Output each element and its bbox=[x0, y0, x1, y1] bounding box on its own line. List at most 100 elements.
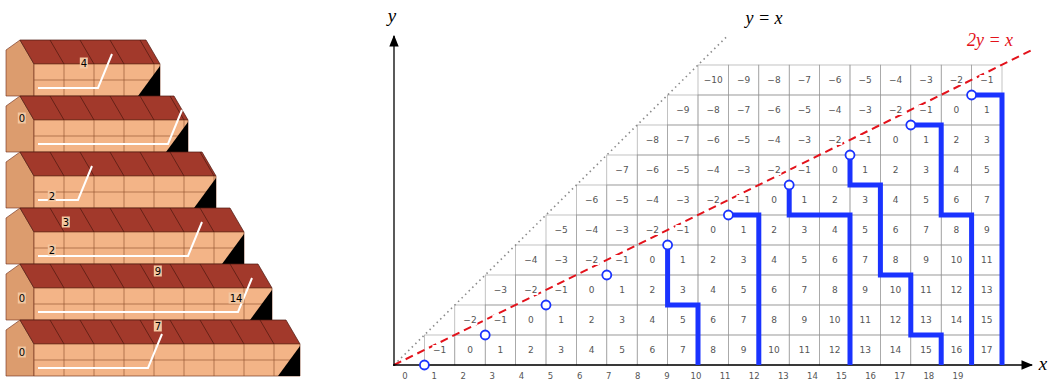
cube-edge bbox=[50, 320, 64, 344]
grid-cell bbox=[911, 275, 941, 305]
cube-edge bbox=[34, 304, 272, 305]
start-point bbox=[420, 361, 429, 370]
callout-number: 2 bbox=[48, 245, 56, 256]
grid-cell bbox=[637, 125, 667, 155]
grid-cell bbox=[546, 335, 576, 365]
cell-value: −4 bbox=[888, 75, 903, 85]
top-faces bbox=[20, 40, 160, 64]
cell-value: 4 bbox=[831, 225, 839, 235]
black-triangle bbox=[194, 178, 216, 208]
grid-cell bbox=[972, 275, 1002, 305]
cell-value: 8 bbox=[892, 255, 900, 265]
callout-number: 7 bbox=[154, 321, 162, 332]
cell-value: −1 bbox=[979, 75, 994, 85]
cell-value: 0 bbox=[527, 315, 535, 325]
cell-value: −5 bbox=[736, 135, 751, 145]
cell-value: −5 bbox=[614, 195, 629, 205]
grid-cell bbox=[850, 65, 880, 95]
grid-cell bbox=[516, 245, 546, 275]
lattice-path bbox=[850, 155, 941, 365]
start-point bbox=[663, 241, 672, 250]
cube-edge bbox=[80, 264, 94, 288]
cell-value: 9 bbox=[740, 345, 748, 355]
grid-cell bbox=[668, 155, 698, 185]
white-path bbox=[38, 334, 162, 368]
cube-edge bbox=[170, 320, 184, 344]
cell-value: 4 bbox=[892, 195, 900, 205]
cube-edge bbox=[110, 320, 124, 344]
white-path bbox=[38, 110, 182, 144]
grid-cell bbox=[668, 305, 698, 335]
start-point bbox=[724, 211, 733, 220]
cube-edge bbox=[230, 264, 244, 288]
cell-value: −1 bbox=[675, 225, 690, 235]
grid-cell bbox=[880, 305, 910, 335]
cell-value: −5 bbox=[675, 165, 690, 175]
cell-value: −5 bbox=[554, 225, 569, 235]
cell-value: −2 bbox=[766, 165, 781, 175]
start-point bbox=[846, 151, 855, 160]
cell-value: 10 bbox=[889, 285, 902, 295]
cell-value: 14 bbox=[950, 315, 963, 325]
cell-value: 7 bbox=[801, 285, 809, 295]
cell-value: 17 bbox=[980, 345, 993, 355]
axis-label: x bbox=[1039, 353, 1047, 375]
top-faces bbox=[20, 264, 272, 288]
cube-edge bbox=[50, 264, 64, 288]
cube-edge bbox=[140, 320, 154, 344]
grid-cell bbox=[941, 125, 971, 155]
grid-cell bbox=[698, 305, 728, 335]
grid-cell bbox=[820, 245, 850, 275]
grid-cell bbox=[607, 245, 637, 275]
lattice-path bbox=[728, 215, 758, 365]
cell-value: 7 bbox=[679, 345, 687, 355]
grid-cell bbox=[698, 215, 728, 245]
cell-value: 10 bbox=[950, 255, 963, 265]
grid-cell bbox=[728, 245, 758, 275]
lattice-path bbox=[789, 185, 850, 365]
axis-tick: 4 bbox=[519, 371, 524, 381]
cell-value: −6 bbox=[706, 135, 721, 145]
cube-edge bbox=[34, 248, 244, 249]
grid-cell bbox=[850, 95, 880, 125]
cell-value: 0 bbox=[892, 135, 900, 145]
grid-cell bbox=[637, 275, 667, 305]
cell-value: 7 bbox=[922, 225, 930, 235]
cell-value: −8 bbox=[706, 105, 721, 115]
cell-value: −1 bbox=[493, 315, 508, 325]
callout-number: 9 bbox=[154, 266, 162, 277]
cell-value: −6 bbox=[766, 105, 781, 115]
white-path bbox=[38, 54, 112, 88]
grid-cell bbox=[668, 185, 698, 215]
grid-cell bbox=[759, 95, 789, 125]
grid-cell bbox=[789, 335, 819, 365]
cube-edge bbox=[80, 320, 94, 344]
grid-cell bbox=[637, 305, 667, 335]
cell-value: 2 bbox=[892, 165, 900, 175]
grid-cell bbox=[698, 155, 728, 185]
cube-edge bbox=[230, 320, 244, 344]
cube-edge bbox=[110, 208, 124, 232]
grid-cell bbox=[728, 95, 758, 125]
grid-cell bbox=[789, 155, 819, 185]
cell-value: 14 bbox=[889, 345, 902, 355]
callout-number: 0 bbox=[18, 347, 26, 358]
grid-cell bbox=[941, 245, 971, 275]
cell-value: −4 bbox=[523, 255, 538, 265]
cell-value: 7 bbox=[861, 255, 869, 265]
cell-value: −3 bbox=[554, 255, 569, 265]
cell-value: −3 bbox=[493, 285, 508, 295]
cell-value: 3 bbox=[861, 195, 869, 205]
lattice-paths bbox=[668, 95, 1002, 365]
cube-edge bbox=[34, 192, 216, 193]
cell-value: 3 bbox=[922, 165, 930, 175]
white-path bbox=[38, 166, 92, 200]
callout-number: 0 bbox=[18, 113, 26, 124]
grid-cell bbox=[759, 305, 789, 335]
grid-cell bbox=[911, 335, 941, 365]
axis-tick: 16 bbox=[865, 371, 876, 381]
cell-value: −2 bbox=[827, 135, 842, 145]
front-faces bbox=[34, 232, 244, 264]
